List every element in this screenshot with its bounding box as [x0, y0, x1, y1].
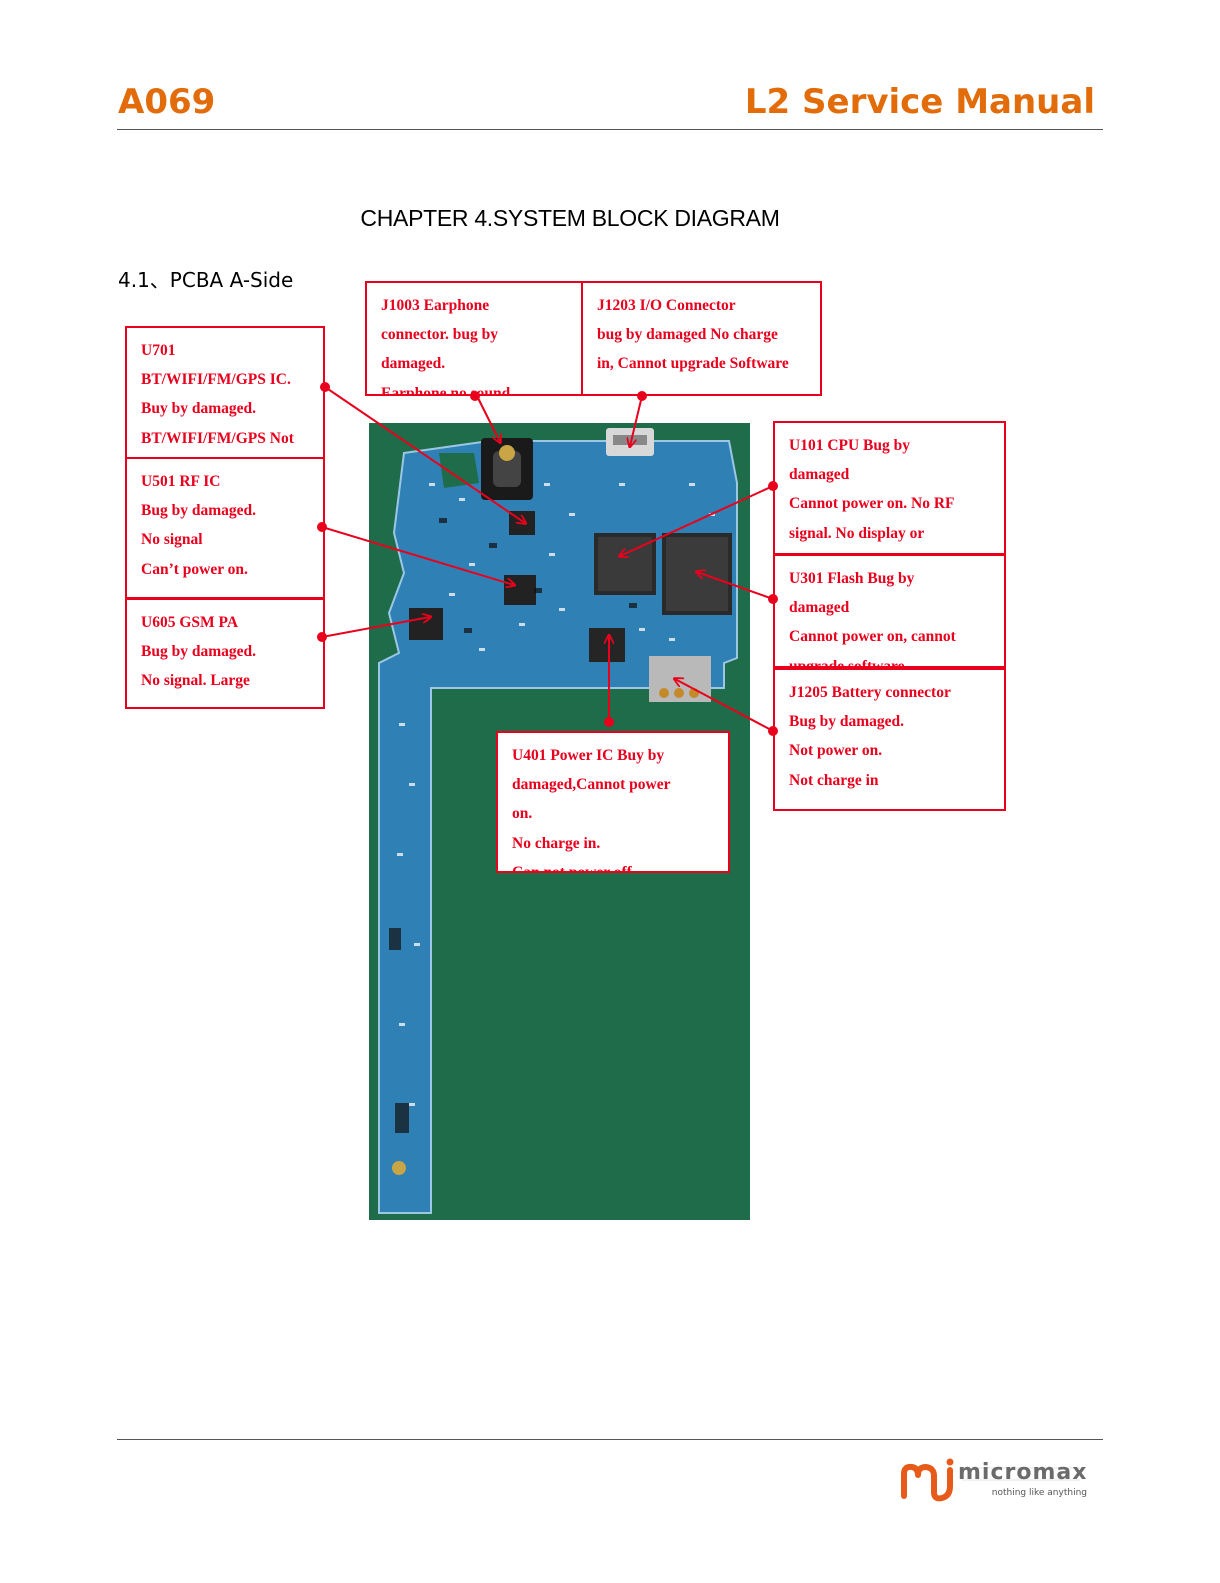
callout-u101: U101 CPU Bug by damaged Cannot power on.…	[773, 421, 1006, 555]
micromax-logo: micromax	[900, 1458, 1095, 1506]
callout-j1203-line: in, Cannot upgrade Software	[597, 355, 789, 373]
callout-u401-line: No charge in.	[512, 834, 601, 852]
logo-tagline: nothing like anything	[991, 1488, 1087, 1498]
model-number: A069	[118, 82, 216, 122]
callout-u605-line: U605 GSM PA	[141, 614, 239, 631]
micromax-logo-icon	[901, 1458, 1088, 1502]
callout-u301: U301 Flash Bug by damaged Cannot power o…	[773, 554, 1006, 668]
callout-u701-line: Buy by damaged.	[141, 400, 256, 418]
callout-u605-line: No signal. Large	[141, 672, 250, 690]
callout-u401-line: U401 Power IC Buy by	[512, 747, 665, 764]
callout-u401-line: on.	[512, 805, 533, 823]
callout-j1003-line: damaged.	[381, 355, 446, 373]
callout-j1205-line: Not charge in	[789, 771, 879, 789]
callout-u701-line: BT/WIFI/FM/GPS IC.	[141, 371, 291, 389]
callout-j1203-line: J1203 I/O Connector	[597, 297, 736, 314]
callout-j1205-line: Not power on.	[789, 742, 883, 760]
callout-u301-line: Cannot power on, cannot	[789, 628, 956, 646]
header-divider	[117, 129, 1103, 130]
callout-j1003-line: connector. bug by	[381, 326, 498, 344]
footer-divider	[117, 1439, 1103, 1440]
callout-j1205-line: J1205 Battery connector	[789, 684, 951, 701]
callout-u605-line: Bug by damaged.	[141, 643, 256, 661]
callout-u101-line: Cannot power on. No RF	[789, 495, 955, 513]
callout-u701-line: BT/WIFI/FM/GPS Not	[141, 429, 294, 447]
callout-u701: U701 BT/WIFI/FM/GPS IC. Buy by damaged. …	[125, 326, 325, 459]
callout-u301-line: upgrade software	[789, 657, 905, 668]
callout-u101-line: damaged	[789, 466, 850, 484]
callout-j1205-line: Bug by damaged.	[789, 713, 904, 731]
callout-u301-line: damaged	[789, 599, 850, 617]
callout-u501-line: U501 RF IC	[141, 473, 221, 490]
callout-u501-line: Bug by damaged.	[141, 502, 256, 520]
callout-u401-line: Can not power off	[512, 863, 632, 873]
callout-u501: U501 RF IC Bug by damaged. No signal Can…	[125, 457, 325, 599]
callout-j1203: J1203 I/O Connector bug by damaged No ch…	[581, 281, 822, 396]
callout-u101-line: U101 CPU Bug by	[789, 437, 911, 454]
callout-j1003: J1003 Earphone connector. bug by damaged…	[365, 281, 584, 396]
chapter-title: CHAPTER 4.SYSTEM BLOCK DIAGRAM	[360, 205, 780, 231]
manual-title: L2 Service Manual	[744, 82, 1095, 122]
callout-u101-line: signal. No display or	[789, 524, 925, 542]
callout-u401: U401 Power IC Buy by damaged,Cannot powe…	[496, 731, 730, 873]
callout-j1003-line: Earphone no sound	[381, 384, 511, 396]
callout-j1203-line: bug by damaged No charge	[597, 326, 778, 344]
callout-u401-line: damaged,Cannot power	[512, 776, 671, 794]
callout-j1003-line: J1003 Earphone	[381, 297, 490, 314]
callout-u501-line: Can’t power on.	[141, 560, 248, 578]
callout-j1205: J1205 Battery connector Bug by damaged. …	[773, 668, 1006, 811]
logo-wordmark: micromax	[958, 1460, 1088, 1485]
section-title: 4.1、PCBA A-Side	[118, 268, 294, 292]
callout-u501-line: No signal	[141, 531, 203, 549]
callout-u301-line: U301 Flash Bug by	[789, 570, 915, 587]
callout-u605: U605 GSM PA Bug by damaged. No signal. L…	[125, 598, 325, 709]
callout-u701-line: U701	[141, 342, 176, 359]
